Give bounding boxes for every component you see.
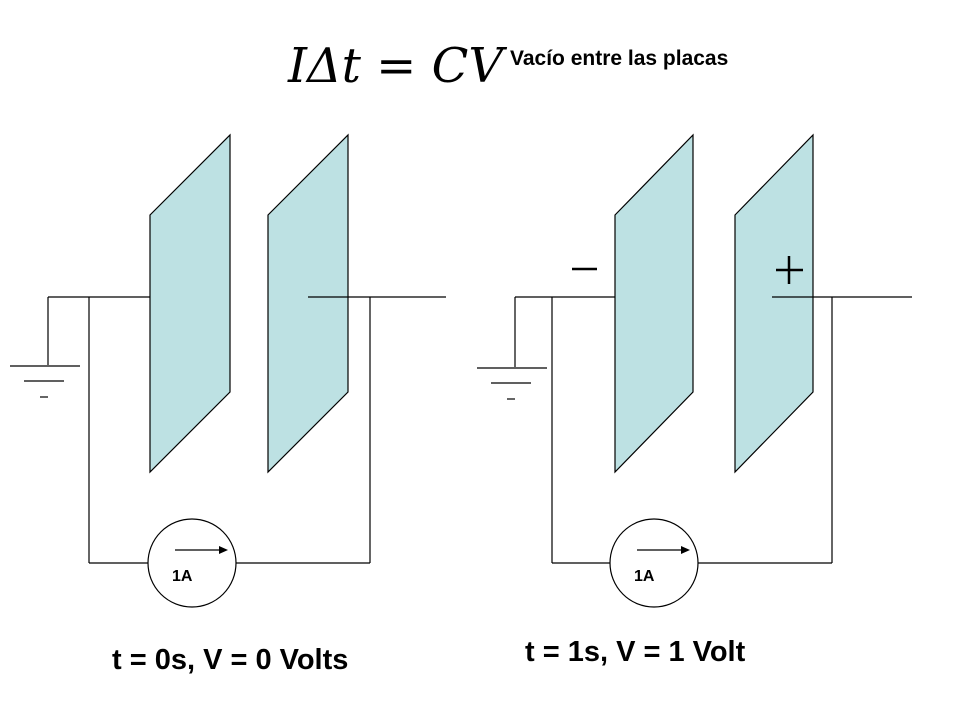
ammeter-label: 1A xyxy=(172,568,193,585)
ammeter-label: 1A xyxy=(634,568,655,585)
capacitor-plate-left xyxy=(614,133,694,474)
caption-right: t = 1s, V = 1 Volt xyxy=(525,636,746,668)
caption-left: t = 0s, V = 0 Volts xyxy=(112,644,348,676)
left-circuit: 1A t = 0s, V = 0 Volts xyxy=(10,133,446,676)
subtitle: Vacío entre las placas xyxy=(510,47,728,70)
capacitor-plate-left xyxy=(149,133,231,474)
formula: IΔt = CV xyxy=(287,38,507,94)
plus-sign xyxy=(776,256,803,284)
right-circuit: − + 1A t = 1s, V = 1 Volt xyxy=(477,133,912,668)
minus-sign-text: − xyxy=(568,284,569,286)
capacitor-plate-right xyxy=(267,133,349,474)
ammeter-right: 1A xyxy=(609,518,699,608)
capacitor-plate-right xyxy=(734,133,814,474)
ammeter-left: 1A xyxy=(147,518,237,608)
ground-symbol-left xyxy=(10,297,80,398)
ground-symbol-right xyxy=(477,297,547,400)
